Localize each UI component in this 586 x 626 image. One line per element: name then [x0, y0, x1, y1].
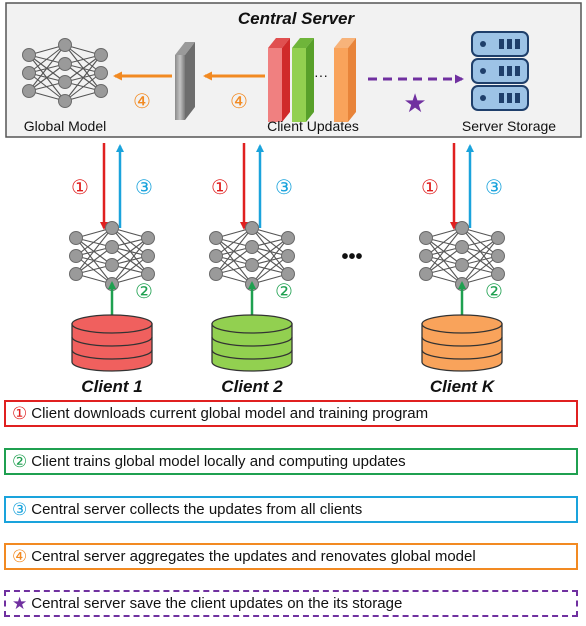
- step-2-marker: ②: [485, 279, 503, 303]
- legend-text: Central server collects the updates from…: [31, 501, 363, 518]
- client-updates-stack-icon: [268, 38, 356, 122]
- legend-symbol: ★: [12, 594, 28, 613]
- server-storage-label: Server Storage: [462, 118, 556, 134]
- client-updates-label: Client Updates: [267, 118, 359, 134]
- client-column-2: ① ③ ② Client 2: [209, 143, 295, 396]
- legend-text: Client downloads current global model an…: [31, 405, 429, 422]
- svg-text:④: ④: [230, 89, 248, 113]
- step-2-marker: ②: [135, 279, 153, 303]
- step-1-marker: ①: [211, 175, 229, 199]
- step-3-marker: ③: [135, 175, 153, 199]
- step-4-marker-left: ④: [133, 89, 151, 113]
- client-updates-ellipsis: ···: [314, 67, 328, 83]
- svg-text:④: ④: [133, 89, 151, 113]
- client-database-icon: [211, 314, 293, 372]
- legend-symbol: ③: [12, 500, 28, 519]
- server-storage-icon: [471, 31, 529, 111]
- step-1-marker: ①: [71, 175, 89, 199]
- clients-ellipsis: •••: [341, 246, 362, 268]
- client-column-k: ① ③ ② Client K: [419, 143, 505, 396]
- legend-symbol: ①: [12, 404, 28, 423]
- global-model-label: Global Model: [24, 118, 107, 134]
- client-name-label: Client 1: [81, 377, 142, 396]
- global-model-network-icon: [22, 38, 108, 108]
- client-column-1: ① ③ ② Client 1: [69, 143, 155, 396]
- legend-text: Client trains global model locally and c…: [31, 453, 406, 470]
- step-1-marker: ①: [421, 175, 439, 199]
- legend-symbol: ④: [12, 547, 28, 566]
- step-2-marker: ②: [275, 279, 293, 303]
- legend-symbol: ②: [12, 452, 28, 471]
- legend-text: Central server save the client updates o…: [31, 595, 403, 612]
- central-server-title: Central Server: [238, 9, 356, 28]
- local-model-network-icon: [209, 221, 295, 291]
- legend-text: Central server aggregates the updates an…: [31, 548, 476, 565]
- legend-item: ★Central server save the client updates …: [4, 590, 578, 617]
- client-database-icon: [71, 314, 153, 372]
- client-database-icon: [421, 314, 503, 372]
- client-name-label: Client K: [430, 377, 496, 396]
- save-star-icon: ★: [403, 89, 426, 119]
- step-3-marker: ③: [485, 175, 503, 199]
- aggregator-block-icon: [175, 42, 195, 120]
- client-name-label: Client 2: [221, 377, 283, 396]
- step-4-marker-right: ④: [230, 89, 248, 113]
- step-3-marker: ③: [275, 175, 293, 199]
